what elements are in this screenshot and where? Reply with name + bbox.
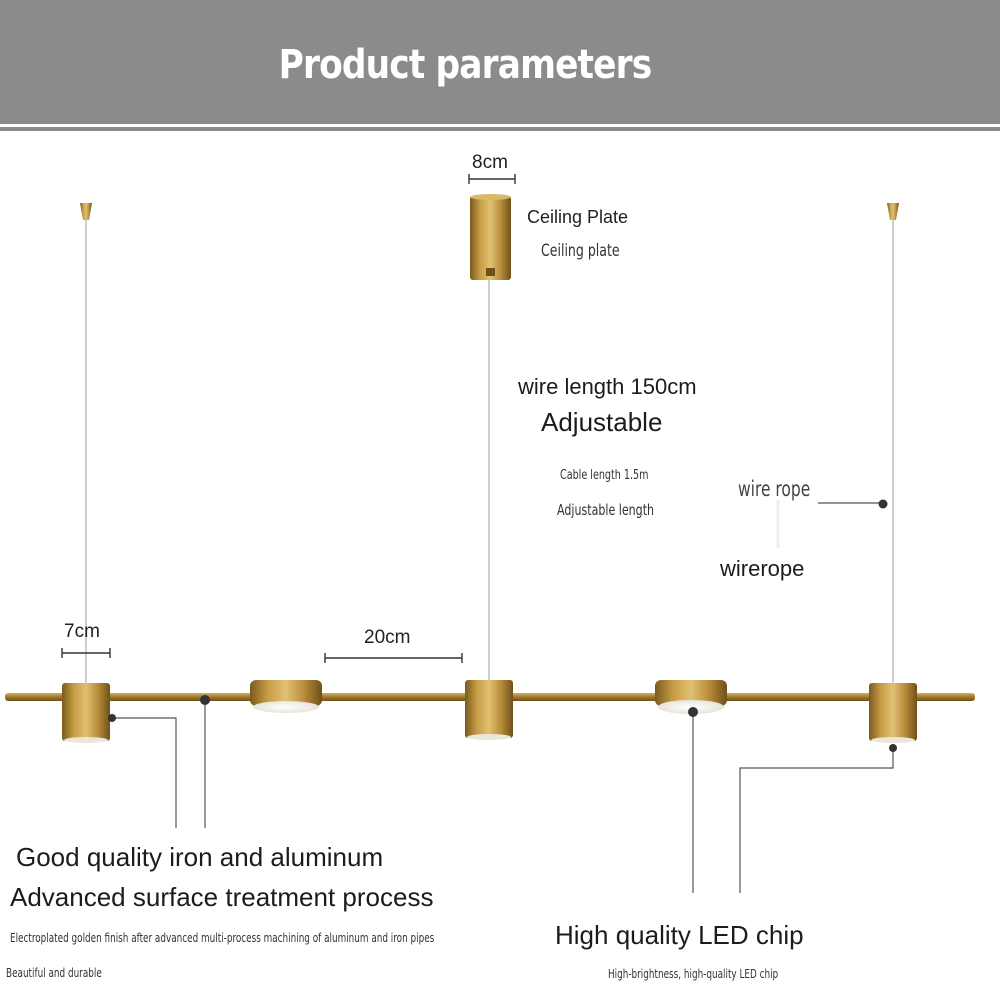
page-title: Product parameters [278, 42, 653, 88]
callout-led-chip [688, 707, 698, 893]
ceiling-plate-label-alt: Ceiling plate [541, 241, 620, 261]
cylinder-shade-center [465, 680, 513, 740]
wire-rope-label-alt: wirerope [720, 556, 805, 581]
callout-wire-rope [776, 499, 888, 548]
ceiling-plate-label: Ceiling Plate [527, 207, 629, 227]
material-heading: Good quality iron and aluminum [16, 842, 384, 872]
material-description: Electroplated golden finish after advanc… [10, 931, 435, 945]
cylinder-shade-right [869, 683, 917, 743]
dimension-spacing: 20cm [364, 627, 411, 648]
led-heading: High quality LED chip [555, 920, 804, 950]
wire-rope-label: wire rope [738, 477, 811, 501]
material-note: Beautiful and durable [6, 966, 102, 980]
led-description: High-brightness, high-quality LED chip [608, 967, 779, 981]
dimension-ceiling-plate: 8cm [472, 152, 508, 173]
cylinder-shade-left [62, 683, 110, 743]
adjustable-length-label: Adjustable length [557, 501, 655, 519]
wire-length-label: wire length 150cm [518, 374, 697, 399]
dimension-shade-width: 7cm [64, 621, 100, 642]
led-disc-right [655, 680, 727, 714]
ceiling-plate [470, 194, 511, 280]
ceiling-hook-left [80, 203, 92, 220]
cable-length-label: Cable length 1.5m [560, 468, 649, 483]
led-disc-left [250, 680, 322, 713]
callout-led-shade [739, 744, 897, 893]
callout-material-rod [200, 695, 210, 828]
dimension-marker-8cm [468, 174, 516, 184]
header-divider [0, 127, 1000, 131]
dimension-marker-20cm [324, 653, 463, 663]
callout-material-shade [108, 714, 177, 828]
wire-adjustable-label: Adjustable [541, 407, 663, 437]
dimension-marker-7cm [61, 648, 111, 658]
header-band [0, 0, 1000, 124]
ceiling-hook-right [887, 203, 899, 220]
material-subheading: Advanced surface treatment process [10, 882, 434, 912]
